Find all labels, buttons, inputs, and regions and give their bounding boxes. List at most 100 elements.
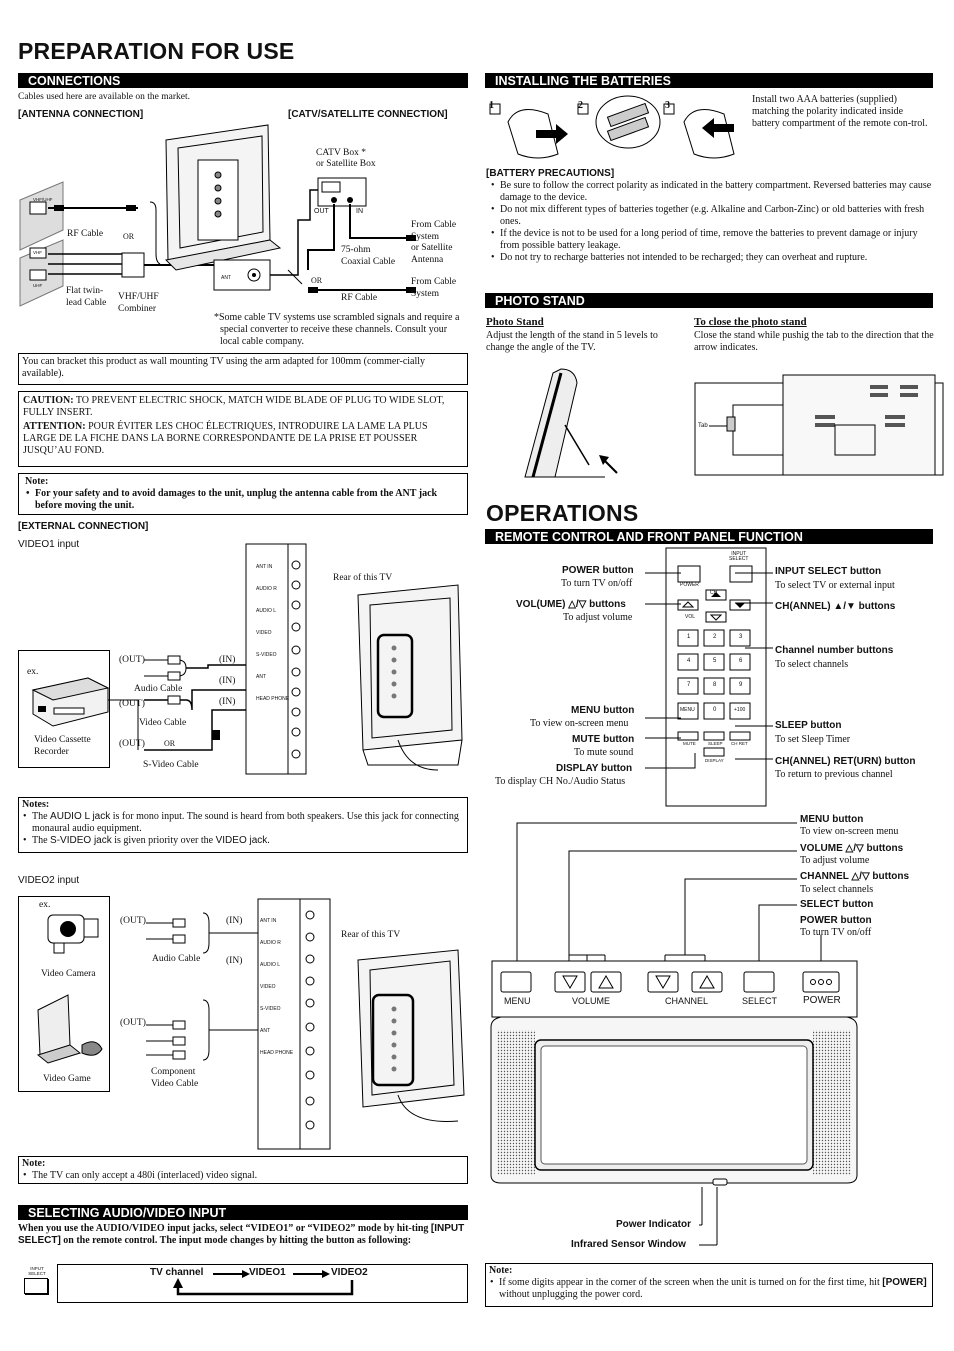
key-8[interactable]: 8 [713,682,717,688]
key-3[interactable]: 3 [739,634,743,640]
attention-text: POUR ÉVITER LES CHOC ÉLECTRIQUES, INTROD… [23,421,428,456]
remote-input-key [729,565,753,583]
rc-chnum-desc: To select channels [775,659,849,670]
or-label-3: OR [164,739,176,748]
jack-ant: ANT [256,674,266,680]
external-connection-label: [EXTERNAL CONNECTION] [18,521,149,532]
note-svideo: The S-VIDEO jack is given priority over … [22,835,464,847]
selecting-header: SELECTING AUDIO/VIDEO INPUT [18,1205,468,1220]
key-menu[interactable]: MENU [680,707,695,713]
note1-a: The [32,811,51,822]
key-0[interactable]: 0 [713,707,717,713]
battery-precautions-list: Be sure to follow the correct polarity a… [490,180,935,264]
connections-intro: Cables used here are available on the ma… [18,92,190,102]
icon-label-2: SELECT [28,1271,46,1276]
uhf-plate-label: UHF [33,283,43,288]
fp-power-label: POWER button [800,915,872,926]
input-cycle-box [57,1264,468,1303]
jack-ant-in: ANT IN [256,564,273,570]
jack2-headphone: HEAD PHONE [260,1050,294,1056]
battery-precautions-label: [BATTERY PRECAUTIONS] [486,168,615,179]
precaution-4: Do not try to recharge batteries not int… [490,252,935,264]
key-plus100[interactable]: +100 [734,707,746,713]
panel-menu[interactable]: MENU [504,996,531,1006]
photo-stand-text: Adjust the length of the stand in 5 leve… [486,330,658,353]
selecting-text-b: [INPUT SELECT] [18,1223,465,1246]
front-panel-lines [490,822,858,1246]
caution-label: CAUTION: [23,395,74,406]
fp-power-desc: To turn TV on/off [800,927,872,938]
operations-title: OPERATIONS [486,500,639,526]
remote-display-label: DISPLAY [705,758,724,763]
in-label-e: (IN) [226,956,243,966]
jack-labels-1: ANT IN AUDIO R AUDIO L VIDEO S-VIDEO ANT… [256,556,289,710]
note1-c: is for mono input. The sound is heard fr… [32,811,459,834]
jack2-video: VIDEO [260,984,276,990]
key-6[interactable]: 6 [739,658,743,664]
key-7[interactable]: 7 [687,682,691,688]
video1-input-label: VIDEO1 input [18,539,80,550]
svideo-cable-label: S-Video Cable [143,760,199,770]
fp-select-label: SELECT button [800,899,874,910]
out-label-c: (OUT) [119,739,145,749]
ops-note-text: If some digits appear in the corner of t… [489,1277,929,1301]
rc-power-desc: To turn TV on/off [561,578,633,589]
rc-ch-label: CH(ANNEL) ▲/▼ buttons [775,601,896,612]
remote-power-label: POWER [680,582,699,588]
note-audio-l: The AUDIO L jack is for mono input. The … [22,811,464,835]
from-cable-sat-3: or Satellite [411,243,453,253]
rc-menu-label: MENU button [571,705,635,716]
remote-chret-label: CH RET [731,741,748,746]
video-cable-label: Video Cable [139,718,187,728]
vcr-line-1: Video Cassette [34,735,91,745]
in-label-c: (IN) [219,697,236,707]
key-5[interactable]: 5 [713,658,717,664]
rsl-input: INPUT [731,551,747,557]
in-label-a: (IN) [219,655,236,665]
from-cable-1: From Cable [411,277,457,287]
key-9[interactable]: 9 [739,682,743,688]
ex-label-1: ex. [27,667,39,677]
selecting-text-c: on the remote control. The input mode ch… [60,1235,412,1246]
close-stand-text: Close the stand while pushig the tab to … [694,330,934,353]
key-4[interactable]: 4 [687,658,691,664]
cycle-arrows [173,1270,354,1296]
fp-menu-desc: To view on-screen menu [800,826,899,837]
panel-channel[interactable]: CHANNEL [665,996,709,1006]
note2-a: The [32,835,51,846]
key-1[interactable]: 1 [687,634,691,640]
remote-control [665,547,767,807]
source-frame [18,896,110,1092]
rc-mute-label: MUTE button [572,734,635,745]
step-1: 1 [489,100,494,111]
notes-label: Notes: [22,799,50,810]
jack-headphone: HEAD PHONE [256,696,290,702]
rc-ret-desc: To return to previous channel [775,769,893,780]
note2-e: . [267,835,270,846]
tab-label: Tab [698,423,708,429]
remote-callout-lines [645,572,773,769]
key-2[interactable]: 2 [713,634,717,640]
antenna-note: Note: For your safety and to avoid damag… [18,473,468,515]
jack2-audio-r: AUDIO R [260,940,281,946]
note1-b: AUDIO L jack [50,811,111,822]
panel-power[interactable]: POWER [803,995,841,1006]
selecting-text-a: When you use the AUDIO/VIDEO input jacks… [18,1223,431,1234]
panel-volume[interactable]: VOLUME [572,996,611,1006]
rc-input-desc: To select TV or external input [775,580,895,591]
video-game-label: Video Game [43,1074,91,1084]
vhf-plate-label: VHF [33,250,42,255]
rc-sleep-label: SLEEP button [775,720,842,731]
page-title: PREPARATION FOR USE [18,38,295,64]
panel-select[interactable]: SELECT [742,996,778,1006]
flat-twin-line-2: lead Cable [66,297,107,308]
connections-header: CONNECTIONS [18,73,468,88]
antenna-connection-label: [ANTENNA CONNECTION] [18,109,144,120]
photo-stand-title: Photo Stand [486,316,544,328]
from-cable-sat-4: Antenna [411,254,444,265]
coax-line-2: Coaxial Cable [341,256,396,267]
rc-vol-label: VOL(UME) △/▽ buttons [516,599,626,610]
